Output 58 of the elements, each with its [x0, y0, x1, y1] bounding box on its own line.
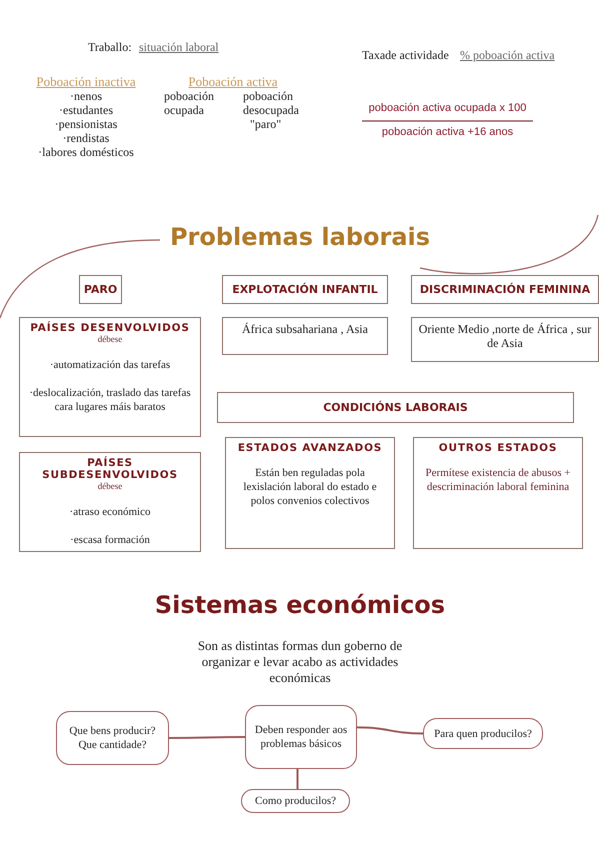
info-card [19, 452, 201, 552]
subheading-text: débese [98, 334, 122, 344]
section-title: Sistemas económicos [154, 590, 446, 620]
info-card [225, 437, 395, 549]
body-text: Como producilos? [255, 794, 336, 808]
subheading-text: débese [98, 481, 122, 491]
list-item: ·automatización das tarefas [50, 358, 170, 372]
label-text: "paro" [250, 117, 282, 131]
list-item: ·rendistas [62, 131, 110, 145]
heading-text: EXPLOTACIÓN INFANTIL [232, 283, 378, 296]
description-text: Son as distintas formas dun goberno de organizar e levar acabo as actividades económicas [196, 638, 404, 686]
list-item: ·pensionistas [54, 117, 118, 131]
list-item: ·estudantes [58, 103, 114, 117]
section-title: Problemas laborais [168, 222, 432, 252]
formula-denominator: poboación activa +16 anos [380, 125, 514, 139]
info-card [413, 437, 583, 549]
underlined-text: situación laboral [139, 40, 220, 54]
heading-text: DISCRIMINACIÓN FEMININA [420, 283, 590, 296]
label-text: Taxade actividade [362, 48, 450, 62]
label-text: Traballo: [88, 40, 133, 54]
list-item: ·deslocalización, traslado das tarefas cara lugares máis baratos [28, 386, 192, 414]
body-text: Permítese existencia de abusos + descriminación laboral feminina [424, 466, 572, 494]
card-heading: OUTROS ESTADOS [438, 442, 558, 454]
rounded-box [245, 705, 357, 769]
heading: Poboación inactiva [35, 75, 137, 89]
info-card [19, 317, 201, 437]
heading-text: PARO [84, 283, 118, 296]
heading-box [79, 275, 122, 304]
connector-line [169, 736, 245, 739]
heading-box [217, 392, 574, 423]
rounded-box [56, 711, 169, 765]
body-text: Oriente Medio ,norte de África , sur de Asia [418, 322, 592, 350]
body-text: África subsahariana , Asia [242, 322, 368, 336]
body-text: Para quen producilos? [434, 726, 532, 740]
body-text: Que bens producir? Que cantidade? [68, 724, 157, 752]
list-item: ·escasa formación [70, 533, 150, 547]
heading-text: CONDICIÓNS LABORAIS [323, 401, 468, 414]
heading-box [411, 275, 599, 304]
heading: Poboación activa [187, 75, 279, 89]
body-text: Deben responder aos problemas básicos [254, 723, 348, 751]
connector-line [296, 769, 298, 789]
info-card [222, 317, 388, 355]
list-item: ·nenos [69, 89, 103, 103]
card-heading: PAÍSES SUBDESENVOLVIDOS [41, 457, 179, 481]
card-heading: ESTADOS AVANZADOS [238, 442, 382, 454]
info-card [411, 317, 599, 362]
list-item: ·atraso económico [70, 505, 150, 519]
connector-line [356, 726, 424, 734]
rounded-box [241, 789, 350, 813]
label-text: poboación desocupada [243, 89, 300, 117]
list-item: ·labores domésticos [37, 145, 135, 159]
underlined-text: % poboación activa [460, 48, 556, 62]
label-text: poboación ocupada [164, 89, 215, 117]
heading-box [222, 275, 388, 304]
formula-numerator: poboación activa ocupada x 100 [368, 101, 528, 115]
body-text: Están ben reguladas pola lexislación laboral do estado e polos convenios colectivos [242, 466, 378, 508]
card-heading: PAÍSES DESENVOLVIDOS [30, 322, 190, 334]
rounded-box [423, 718, 543, 749]
